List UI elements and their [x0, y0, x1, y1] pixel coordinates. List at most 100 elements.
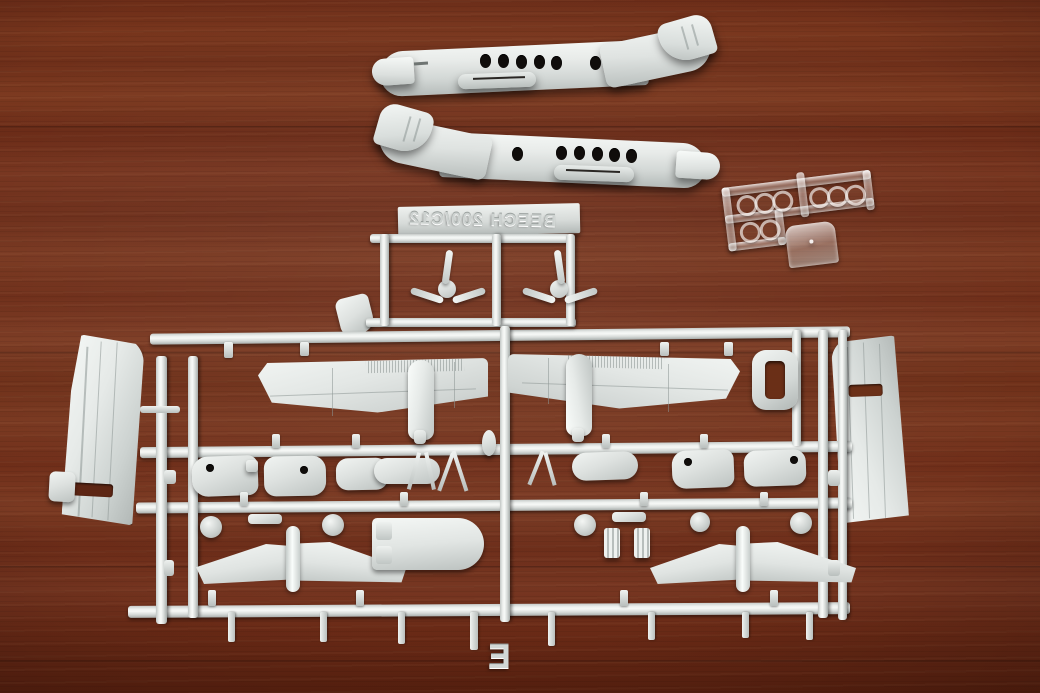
- cabin-window: [480, 54, 491, 68]
- fuselage-half-left: [371, 11, 719, 98]
- door-frame-aperture: [765, 361, 785, 399]
- door-frame-ring: [752, 350, 800, 412]
- cabin-window: [534, 55, 545, 69]
- plank-seam: [0, 126, 1040, 129]
- sprue-gate: [770, 590, 778, 606]
- tailplane-slot: [848, 383, 883, 397]
- sprue-gate: [400, 492, 408, 506]
- cabin-window: [498, 54, 509, 68]
- nacelle-locating-hole: [300, 466, 308, 474]
- horizontal-stabiliser-right: [650, 516, 858, 592]
- nacelle-half: [671, 448, 735, 490]
- sprue-gate: [648, 612, 655, 640]
- fuselage-nose: [675, 150, 721, 181]
- engine-nacelle: [408, 360, 434, 440]
- clear-parts-sprue: [721, 163, 892, 282]
- sprue-gate: [660, 342, 669, 356]
- cabin-window: [516, 55, 527, 69]
- fin-root-tab: [48, 471, 76, 503]
- sprue-gate: [620, 590, 628, 606]
- stabiliser-centre-fairing: [286, 526, 300, 592]
- nacelle-half: [743, 448, 807, 488]
- pod-detail-tab: [376, 546, 392, 564]
- sprue-manufacturer-text: BEECH 200/C12: [407, 208, 557, 231]
- plank-seam: [0, 660, 1040, 663]
- wing-panel-line: [332, 368, 333, 416]
- main-wheel: [322, 514, 344, 536]
- cabin-window: [592, 147, 603, 161]
- cabin-window: [551, 56, 562, 70]
- sprue-gate: [208, 590, 216, 606]
- sprue-gate: [760, 492, 768, 506]
- sprue-runner-vertical: [380, 234, 389, 326]
- plank-seam: [0, 566, 1040, 569]
- sprue-gate: [224, 342, 233, 358]
- wing-panel-line: [454, 362, 455, 408]
- main-wheel: [200, 516, 222, 538]
- fuselage-half-right: [371, 100, 721, 190]
- sprue-gate: [602, 434, 610, 448]
- sprue-gate: [352, 434, 360, 448]
- fuel-tank-pod: [571, 450, 639, 482]
- fuselage-nose: [371, 56, 415, 87]
- antenna-part: [164, 560, 174, 576]
- propeller-blade: [553, 249, 566, 285]
- sprue-runner-vertical: [500, 326, 510, 622]
- engine-nacelle: [566, 354, 592, 436]
- main-wheel: [574, 514, 596, 536]
- stabiliser-left-panel: [196, 544, 296, 584]
- stabiliser-left-panel: [650, 544, 746, 584]
- cabin-window: [626, 149, 637, 163]
- horizontal-stabiliser-left: [196, 518, 408, 592]
- three-blade-propeller-left: [404, 249, 488, 324]
- sprue-runner-vertical: [156, 356, 167, 624]
- nose-wheel: [790, 512, 812, 534]
- cabin-window: [574, 146, 585, 160]
- wing-half-right: [508, 342, 744, 442]
- stabiliser-centre-fairing: [736, 526, 750, 592]
- propeller-hub: [438, 280, 456, 298]
- fuselage-wing-fairing: [553, 164, 635, 183]
- nacelle-half: [263, 455, 327, 497]
- belly-pod-part: [372, 516, 486, 574]
- sprue-gate: [240, 492, 248, 506]
- sprue-gate: [300, 342, 309, 356]
- sprue-gate: [724, 342, 733, 356]
- plank-seam: [0, 352, 1040, 355]
- nacelle-spinner-mount: [572, 428, 584, 442]
- nose-wheel: [690, 512, 710, 532]
- sprue-gate: [742, 612, 749, 638]
- sprue-runner-vertical: [818, 330, 828, 618]
- exhaust-part: [604, 528, 620, 558]
- sprue-gate: [470, 612, 478, 650]
- detail-part: [612, 512, 646, 522]
- tailplane-slot: [68, 482, 114, 498]
- sprue-gate: [398, 612, 405, 644]
- wing-half-left: [258, 346, 492, 444]
- detail-part: [248, 514, 282, 524]
- cabin-window: [556, 146, 567, 160]
- antenna-part: [828, 470, 840, 486]
- propeller-blade: [563, 286, 599, 305]
- sprue-gate: [548, 612, 555, 646]
- detail-part: [246, 460, 258, 472]
- nacelle-locating-hole: [790, 456, 798, 464]
- sprue-runner-horizontal: [366, 318, 576, 327]
- antenna-part: [828, 560, 840, 576]
- wing-panel-line: [668, 364, 669, 412]
- sprue-gate: [640, 492, 648, 506]
- propeller-blade: [451, 286, 487, 305]
- nacelle-spinner-mount: [414, 430, 426, 444]
- cabin-door-window: [590, 56, 601, 70]
- clear-windscreen: [784, 220, 840, 269]
- vertical-tail-fin-left: [47, 333, 167, 530]
- nacelle-locating-hole: [684, 458, 692, 466]
- sprue-runner-vertical: [566, 234, 575, 326]
- propeller-hub: [550, 280, 568, 298]
- sprue-runner-vertical: [492, 234, 501, 326]
- sprue-runner-vertical: [838, 330, 847, 620]
- sprue-identification-letter: E: [488, 638, 511, 676]
- sprue-gate: [272, 434, 280, 448]
- cabin-door-window: [512, 147, 523, 161]
- wing-panel-line: [548, 358, 549, 404]
